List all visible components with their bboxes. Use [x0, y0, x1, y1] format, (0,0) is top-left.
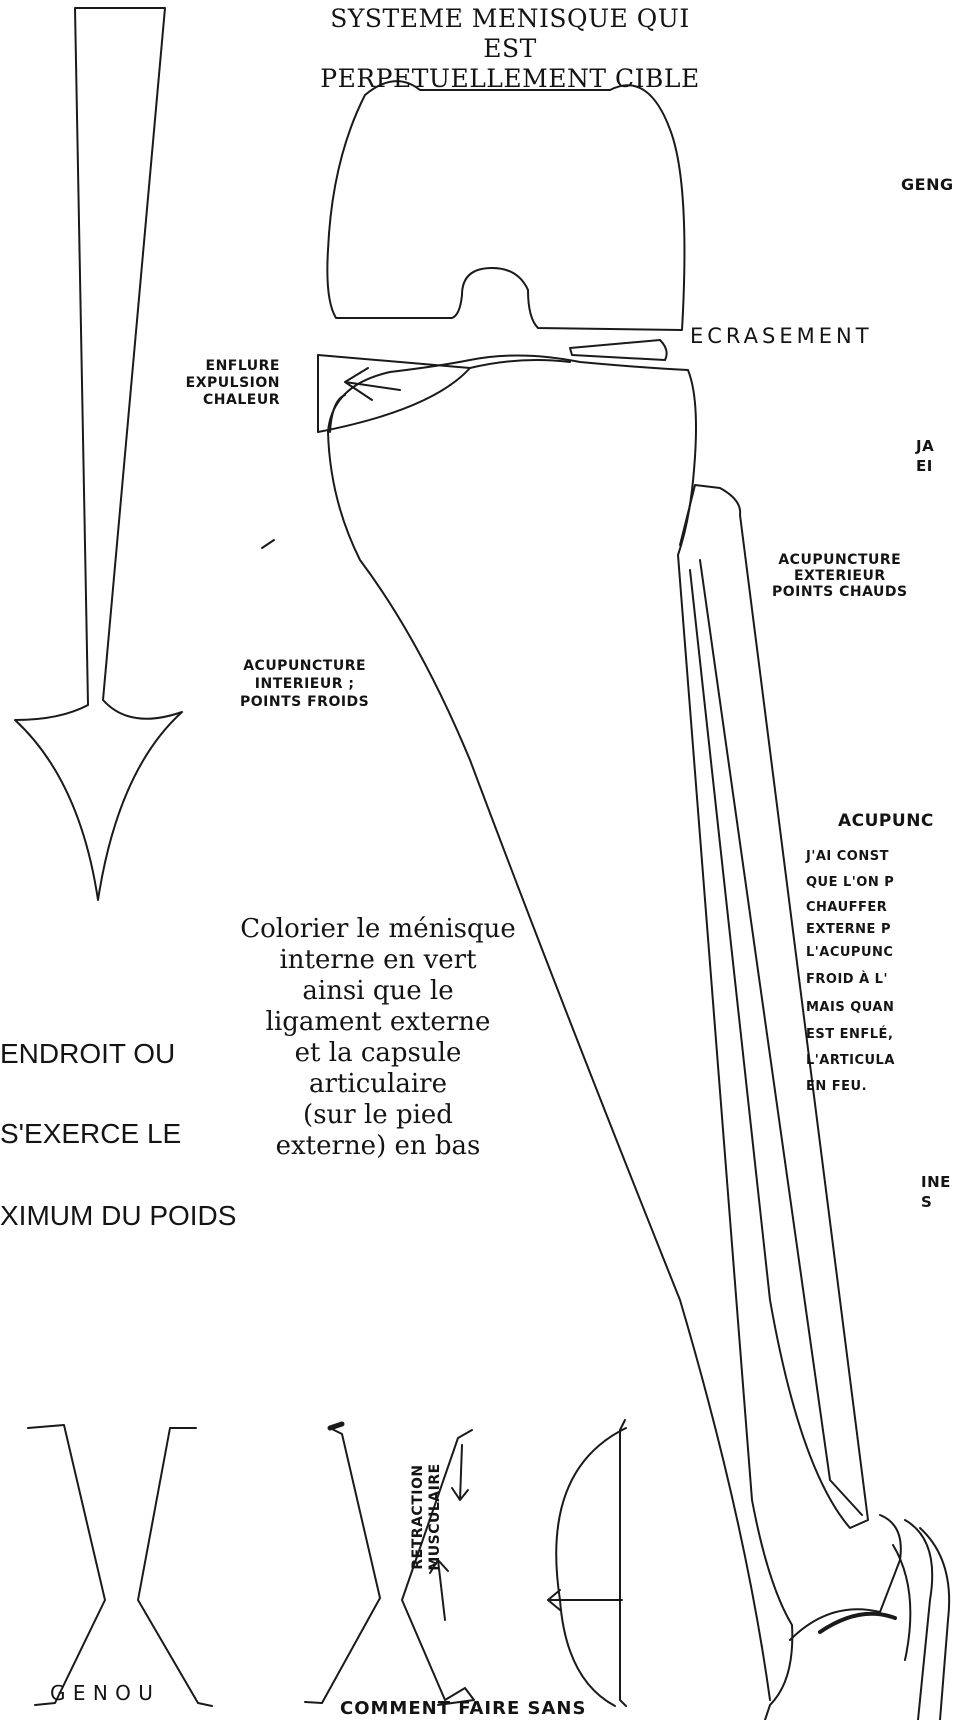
retraction-diagram — [305, 1424, 474, 1705]
genou-caption: G E N O U — [50, 1684, 153, 1702]
right-note-line: FROID À L' — [806, 966, 961, 994]
bottom-caption: COMMENT FAIRE SANS — [340, 1700, 586, 1718]
left-note-line-2: S'EXERCE LE — [0, 1118, 181, 1150]
coloring-instruction: Colorier le ménisque interne en vert ain… — [200, 914, 556, 1162]
retraction-musculaire-label: RETRACTION MUSCULAIRE — [410, 1436, 444, 1598]
left-note-line-3: XIMUM DU POIDS — [0, 1200, 236, 1232]
right-note-line: MAIS QUAN — [806, 994, 961, 1022]
right-note-line: EN FEU. — [806, 1074, 961, 1100]
femur-bone — [327, 81, 684, 330]
weight-arrow — [15, 8, 182, 900]
diagram-title: SYSTEME MENISQUE QUI EST PERPETUELLEMENT… — [300, 4, 720, 94]
enflure-label: ENFLURE EXPULSION CHALEUR — [172, 358, 280, 409]
ankle-fragment — [790, 1515, 949, 1720]
inner-meniscus — [318, 355, 470, 432]
right-note-line: J'AI CONST — [806, 844, 961, 870]
right-note-line: L'ACUPUNC — [806, 940, 961, 966]
right-note-line: EXTERNE P — [806, 920, 961, 940]
right-note-line: CHAUFFER — [806, 896, 961, 920]
outer-meniscus — [570, 340, 667, 360]
acupuncture-interieur-label: ACUPUNCTURE INTERIEUR ; POINTS FROIDS — [240, 657, 369, 711]
right-note-heading: ACUPUNC — [838, 812, 934, 830]
right-note-body: J'AI CONST QUE L'ON P CHAUFFER EXTERNE P… — [806, 844, 961, 1100]
right-note-line: QUE L'ON P — [806, 870, 961, 896]
knee-x-diagram — [28, 1425, 212, 1706]
acupuncture-exterieur-label: ACUPUNCTURE EXTERIEUR POINTS CHAUDS — [772, 552, 908, 600]
left-note-line-1: ENDROIT OU — [0, 1038, 175, 1070]
ecrasement-label: ECRASEMENT — [690, 327, 873, 345]
genou-label-partial: GENG — [901, 176, 954, 194]
jambe-label-partial: JA EI — [916, 436, 934, 476]
right-note-line: EST ENFLÉ, — [806, 1022, 961, 1048]
stray-mark — [262, 540, 274, 548]
inner-label-partial: INE S — [921, 1172, 951, 1212]
bow-diagram — [548, 1420, 626, 1706]
right-note-line: L'ARTICULA — [806, 1048, 961, 1074]
